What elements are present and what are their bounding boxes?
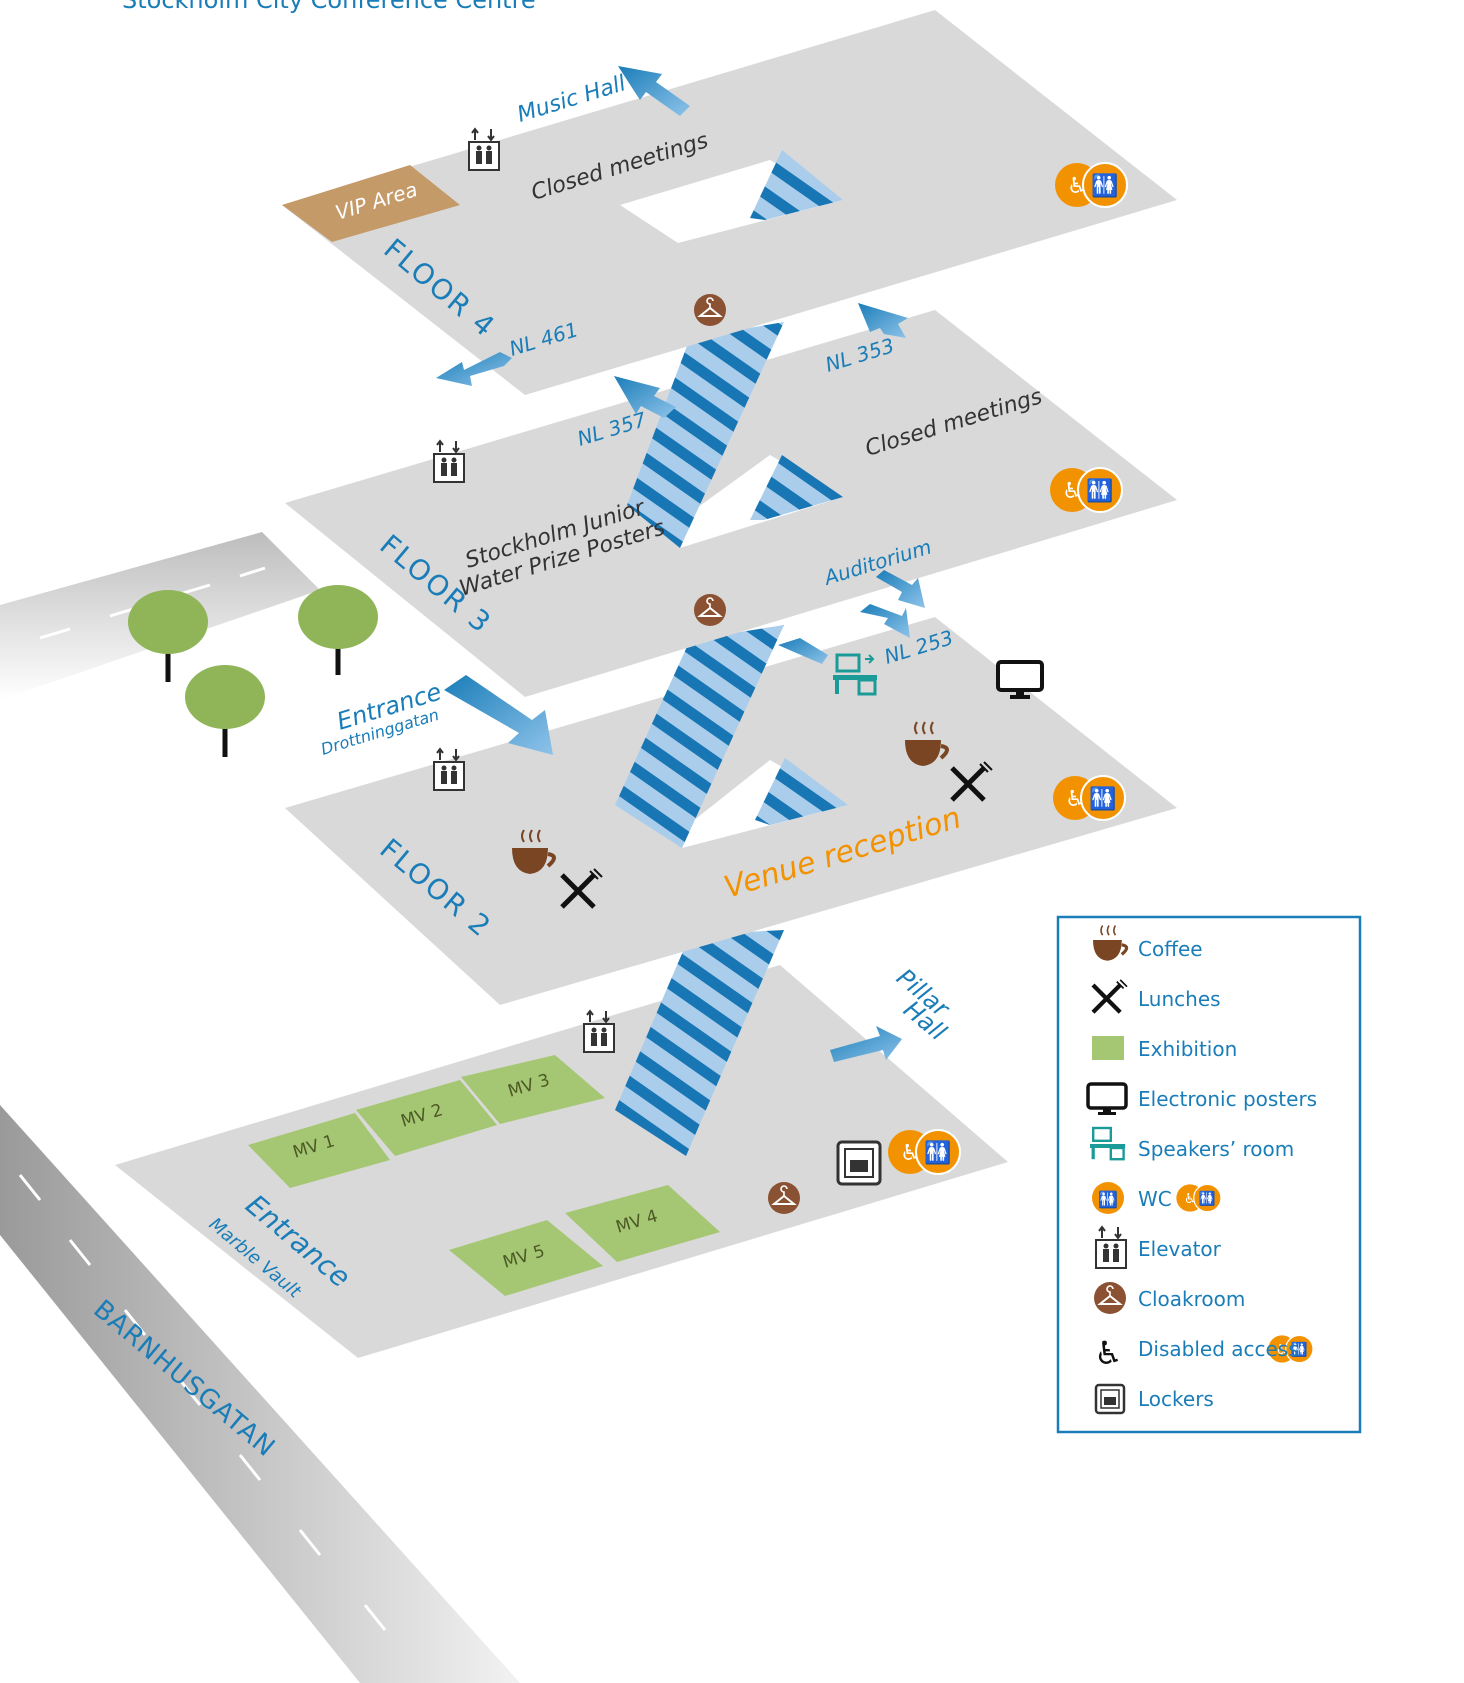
legend-label: Lockers — [1138, 1387, 1214, 1411]
exhibition-mv4[interactable] — [565, 1185, 720, 1262]
legend: 🚻 ♿ Coffee Lunches Exhibition Electronic… — [1056, 915, 1362, 1434]
legend-wc-icon: 🚻 — [1092, 1182, 1124, 1214]
legend-label: Speakers’ room — [1138, 1137, 1294, 1161]
speakers-room-icon — [833, 653, 877, 696]
legend-label: Elevator — [1138, 1237, 1222, 1261]
trees — [128, 585, 378, 757]
legend-label: Lunches — [1138, 987, 1221, 1011]
nl357-arrow[interactable] — [614, 376, 676, 418]
exhibition-mv2[interactable] — [356, 1080, 497, 1156]
stairs-0-2 — [615, 930, 784, 1156]
cloakroom-icon — [767, 1181, 801, 1215]
locker-icon — [836, 1140, 882, 1186]
legend-locker-icon — [1094, 1383, 1126, 1415]
cloakroom-icon — [693, 593, 727, 627]
vip-area[interactable] — [282, 165, 460, 242]
floor-3: FLOOR 3 Stockholm Junior Water Prize Pos… — [285, 303, 1177, 697]
speakers-arrow[interactable] — [778, 638, 828, 664]
pillar-hall-arrow[interactable] — [830, 1026, 902, 1062]
page-title: Stockholm City Conference Centre — [122, 0, 536, 14]
monitor-icon — [996, 660, 1044, 699]
stairs-2-small — [755, 758, 848, 825]
cloakroom-icon — [693, 293, 727, 327]
wc-icon — [1049, 467, 1123, 513]
legend-label: Cloakroom — [1138, 1287, 1245, 1311]
tree — [298, 585, 378, 675]
nl461-arrow[interactable] — [436, 352, 512, 386]
legend-label: Disabled access — [1138, 1337, 1299, 1361]
elevator-icon — [433, 748, 465, 791]
ground-floor: MV 1 MV 2 MV 3 MV 5 MV 4 Entrance Marble… — [115, 963, 1008, 1358]
legend-exhibition-icon — [1092, 1036, 1124, 1060]
exhibition-mv3[interactable] — [461, 1055, 605, 1124]
legend-wheelchair-icon: ♿ — [1094, 1334, 1123, 1372]
road-barnhusgatan — [0, 1105, 520, 1683]
tree — [185, 665, 265, 757]
svg-text:🚻: 🚻 — [1098, 1190, 1118, 1209]
stairs-3-4 — [627, 322, 784, 548]
legend-label: Coffee — [1138, 937, 1203, 961]
legend-label: Exhibition — [1138, 1037, 1237, 1061]
tree — [128, 590, 208, 682]
music-hall-arrow[interactable] — [618, 66, 690, 116]
stairs-3-small — [750, 455, 843, 520]
legend-monitor-icon — [1086, 1082, 1128, 1115]
floor-4: VIP Area FLOOR 4 Closed meetings Music H… — [282, 10, 1177, 395]
auditorium-arrow[interactable] — [876, 570, 925, 608]
exhibition-mv5[interactable] — [449, 1220, 603, 1296]
exhibition-mv1[interactable] — [248, 1113, 390, 1188]
stairs-2-3 — [615, 625, 784, 848]
stairs-4-small — [750, 150, 843, 220]
legend-cloakroom-icon — [1093, 1281, 1127, 1315]
legend-label: Electronic posters — [1138, 1087, 1317, 1111]
wc-icon — [887, 1129, 961, 1175]
svg-text:♿: ♿ — [1094, 1334, 1123, 1372]
wc-icon — [1052, 775, 1126, 821]
wc-icon — [1054, 162, 1128, 208]
legend-speakers-room-icon — [1090, 1126, 1126, 1161]
legend-label: WC — [1138, 1187, 1172, 1211]
elevator-icon — [433, 440, 465, 483]
legend-wc-accessible-icon — [1175, 1183, 1222, 1213]
elevator-icon — [468, 128, 500, 171]
entrance-arrow[interactable] — [444, 675, 553, 755]
nl253-arrow[interactable] — [860, 604, 910, 638]
nl353-arrow[interactable] — [858, 303, 908, 338]
